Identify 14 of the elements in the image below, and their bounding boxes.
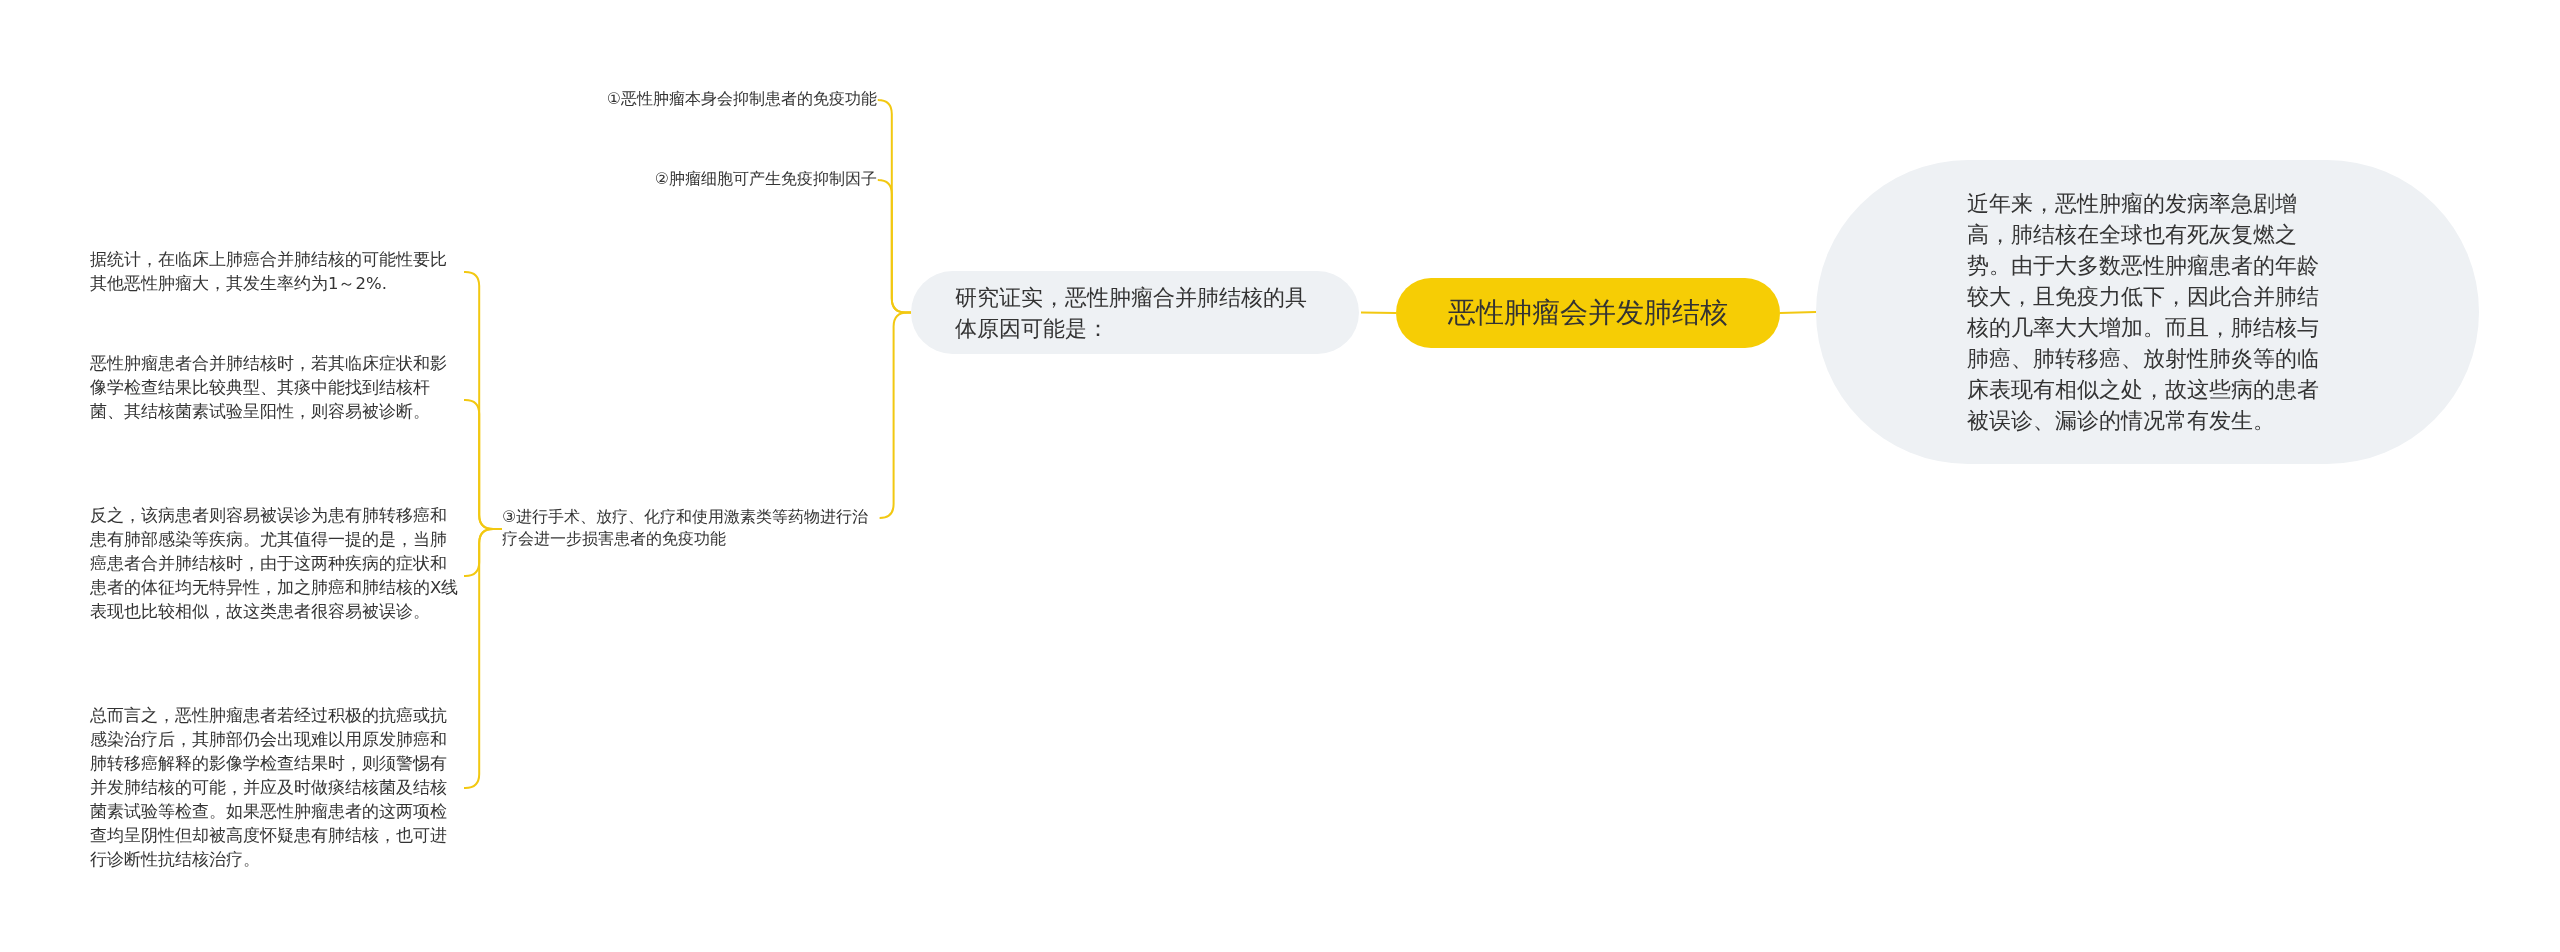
branch-text: 总而言之，恶性肿瘤患者若经过积极的抗癌或抗感染治疗后，其肺部仍会出现难以用原发肺癌和肺转移癌解释的影像学检查结果时，则须警惕有并发肺结核的可能，并应及时做痰结核菌及结核菌素试验等检查。如果恶性肿瘤患者的这两项检查均呈阴性但却被高度怀疑患有肺结核，也可进行诊断性抗结核治疗。 — [90, 705, 448, 871]
branch-text: 反之，该病患者则容易被误诊为患有肺转移癌和患有肺部感染等疾病。尤其值得一提的是，当肺癌患者合并肺结核时，由于这两种疾病的症状和患者的体征均无特异性，加之肺癌和肺结核的X线表现也比较相似，故这类患者很容易被误诊。 — [90, 505, 460, 623]
branch-text: ②肿瘤细胞可产生免疫抑制因子 — [653, 168, 877, 190]
node-text: 近年来，恶性肿瘤的发病率急剧增高，肺结核在全球也有死灰复燃之势。由于大多数恶性肿瘤患者的年龄较大，且免疫力低下，因此合并肺结核的几率大大增加。而且，肺结核与肺癌、肺转移癌、放射性肺炎等的临床表现有相似之处，故这些病的患者被误诊、漏诊的情况常有发生。 — [1966, 190, 2320, 435]
node-text: 恶性肿瘤会并发肺结核 — [1448, 295, 1728, 331]
connector — [1779, 311, 1817, 314]
branch-text: ①恶性肿瘤本身会抑制患者的免疫功能 — [605, 88, 877, 110]
branch-text: 恶性肿瘤患者合并肺结核时，若其临床症状和影像学检查结果比较典型、其痰中能找到结核杆菌、其结核菌素试验呈阳性，则容易被诊断。 — [90, 353, 448, 423]
connector — [1360, 311, 1397, 314]
connector — [878, 311, 912, 519]
connector — [463, 528, 503, 789]
branch-text: ③进行手术、放疗、化疗和使用激素类等药物进行治疗会进一步损害患者的免疫功能 — [502, 506, 870, 550]
node-text: 研究证实，恶性肿瘤合并肺结核的具体原因可能是： — [955, 283, 1308, 343]
branch-text: 据统计，在临床上肺癌合并肺结核的可能性要比其他恶性肿瘤大，其发生率约为1～2%. — [90, 249, 448, 295]
